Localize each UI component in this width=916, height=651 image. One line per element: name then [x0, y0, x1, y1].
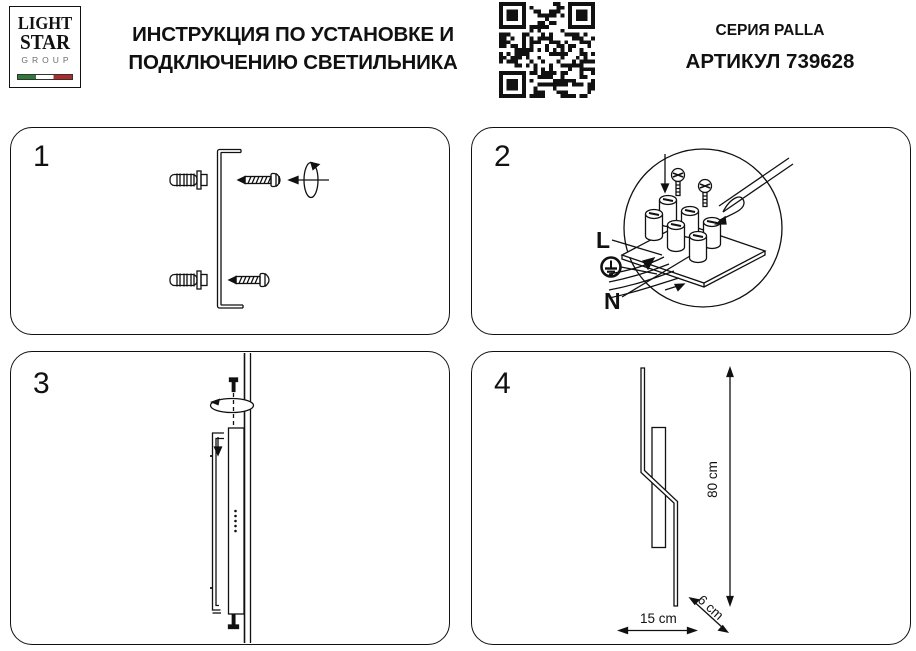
step-3-number: 3 [33, 367, 50, 400]
screw-icon [228, 377, 239, 428]
series-label: СЕРИЯ PALLA [715, 22, 825, 39]
fixture-body [227, 427, 245, 615]
logo-word-star: STAR [19, 30, 71, 54]
step-1-number: 1 [33, 140, 50, 173]
page-title: ИНСТРУКЦИЯ ПО УСТАНОВКЕ И ПОДКЛЮЧЕНИЮ СВ… [98, 21, 488, 76]
wall-anchor-icon [169, 270, 208, 290]
neutral-wire-label: N [604, 288, 621, 314]
qr-code-pattern [499, 2, 595, 98]
height-dimension-arrow [726, 366, 734, 607]
step-4-panel: 4 80 cm 15 [471, 351, 911, 645]
mounting-bracket-icon [210, 432, 224, 614]
step-1-drawing [169, 148, 329, 309]
step-3-drawing [209, 353, 255, 643]
rotation-arrow-icon [287, 161, 329, 199]
article-number: АРТИКУЛ 739628 [685, 50, 855, 73]
title-line-2: ПОДКЛЮЧЕНИЮ СВЕТИЛЬНИКА [128, 50, 458, 74]
logo-word-group: GROUP [21, 55, 73, 65]
detail-circle [623, 148, 783, 308]
live-wire-label: L [596, 227, 611, 253]
logo-word-light: LIGHT [17, 13, 73, 33]
title-line-1: ИНСТРУКЦИЯ ПО УСТАНОВКЕ И [132, 23, 454, 46]
earth-ground-icon [600, 256, 622, 278]
qr-code [499, 2, 595, 98]
wire-loop [714, 196, 745, 225]
wall-anchor-icon [169, 170, 208, 190]
terminal-screw-icon [670, 167, 713, 208]
label-leaders [611, 239, 691, 298]
down-arrow-icon [660, 154, 670, 194]
terminal-cylinder [644, 208, 708, 264]
supply-wires [608, 256, 686, 299]
width-dimension-arrow [617, 626, 698, 635]
product-info: СЕРИЯ PALLA АРТИКУЛ 739628 [632, 22, 908, 74]
qr-modules [499, 2, 595, 98]
depth-dimension-arrow [688, 597, 730, 633]
screw-icon [236, 172, 281, 188]
step-3-panel: 3 [10, 351, 450, 645]
screw-icon [227, 614, 240, 630]
rotation-arrow-icon [209, 397, 255, 414]
lamp-profile [640, 367, 679, 607]
height-dimension-label: 80 cm [704, 461, 720, 498]
italian-flag-bar [17, 74, 73, 80]
down-arrow-icon [213, 437, 223, 457]
mounting-bracket-icon [216, 148, 244, 309]
lightstar-logo: LIGHT STAR GROUP [9, 6, 81, 88]
wall-lines [243, 353, 252, 643]
step-4-drawing [617, 366, 734, 635]
screw-icon [227, 272, 270, 288]
step-2-drawing [600, 148, 794, 308]
width-dimension-label: 15 cm [640, 611, 677, 626]
step-2-panel: 2 [471, 127, 911, 335]
terminal-block [620, 194, 767, 288]
step-2-number: 2 [494, 140, 511, 173]
step-1-panel: 1 [10, 127, 450, 335]
step-4-number: 4 [494, 367, 511, 400]
mains-cable [718, 157, 794, 213]
